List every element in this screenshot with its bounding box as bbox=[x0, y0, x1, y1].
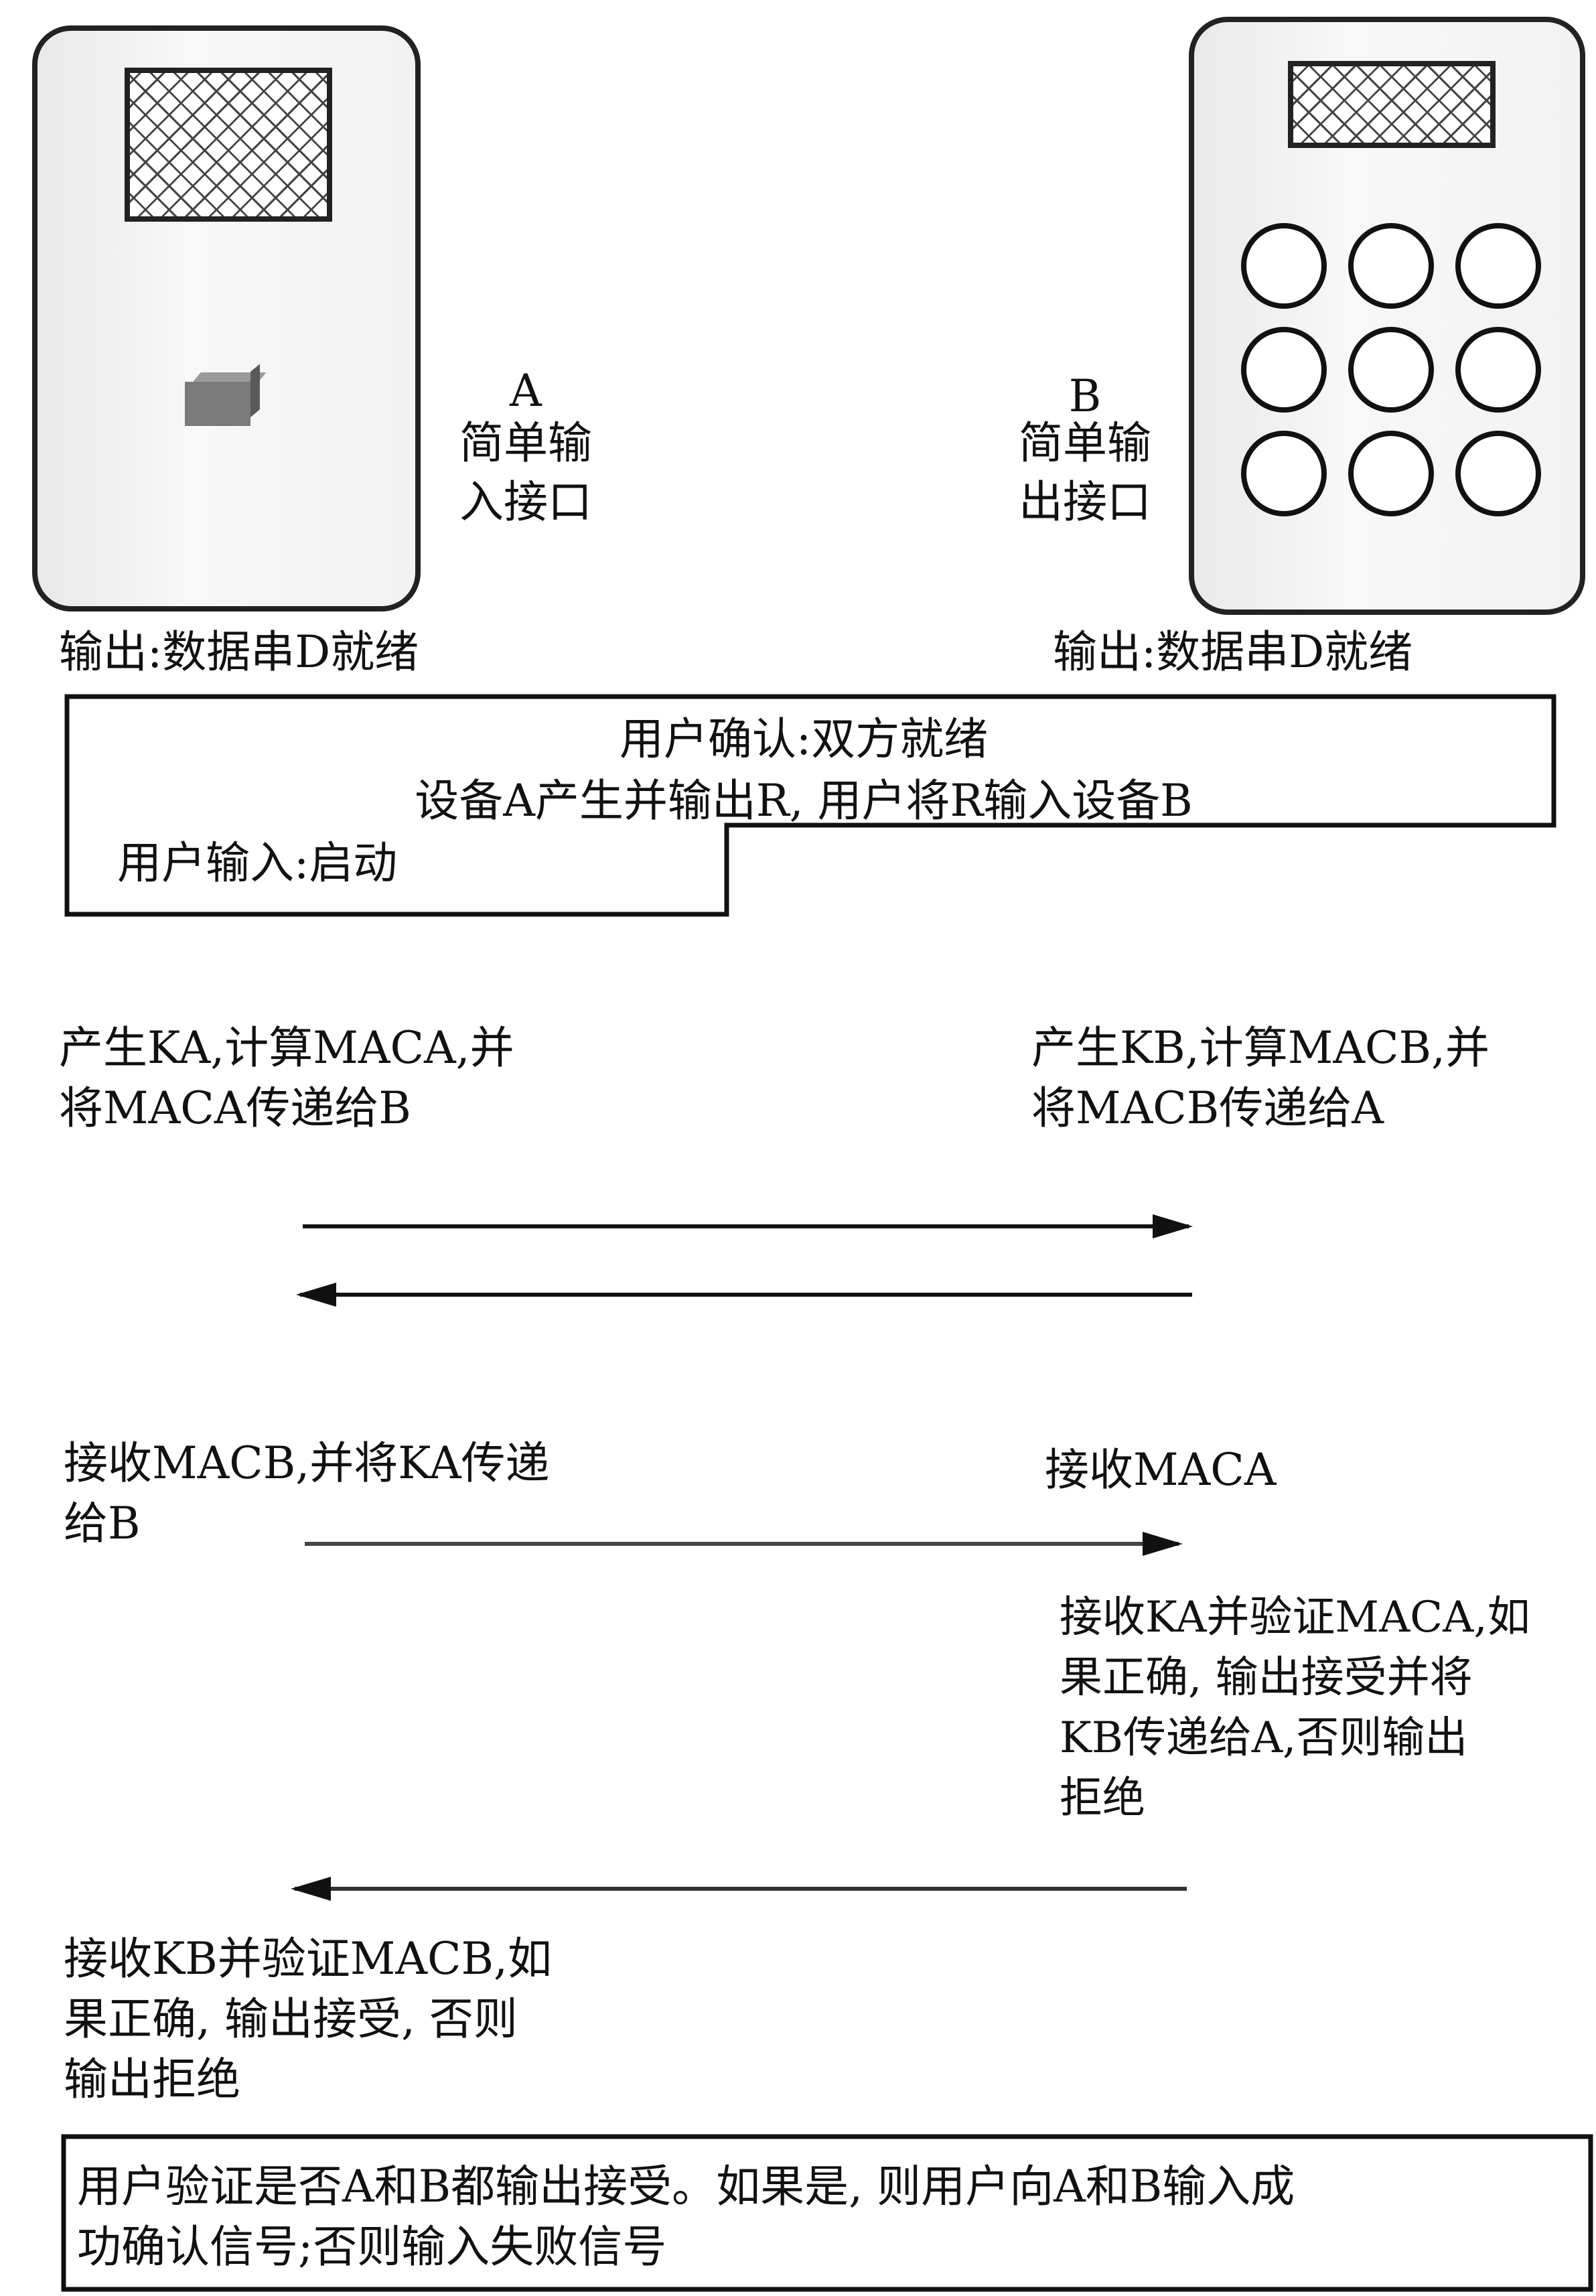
keypad-key[interactable] bbox=[1348, 327, 1434, 413]
final-box bbox=[61, 2134, 1593, 2292]
step-b-receive-mac: 接收MACA bbox=[1045, 1444, 1277, 1496]
keypad-key[interactable] bbox=[1241, 431, 1327, 516]
stepped-box bbox=[64, 694, 1556, 917]
box1-line3: 用户输入:启动 bbox=[117, 837, 398, 889]
device-b-output: 输出:数据串D就绪 bbox=[1053, 626, 1413, 678]
device-a-button[interactable] bbox=[185, 364, 267, 426]
device-a-screen bbox=[125, 68, 332, 222]
device-a bbox=[32, 25, 421, 612]
step-b-verify: 接收KA并验证MACA,如 果正确, 输出接受并将 KB传递给A,否则输出 拒绝 bbox=[1060, 1593, 1530, 1823]
keypad-key[interactable] bbox=[1241, 327, 1327, 413]
device-b bbox=[1189, 17, 1585, 615]
step-a-receive-mac: 接收MACB,并将KA传递 给B bbox=[64, 1437, 550, 1549]
box1-line1: 用户确认:双方就绪 bbox=[619, 713, 989, 765]
keypad-key[interactable] bbox=[1455, 431, 1541, 516]
device-a-output: 输出:数据串D就绪 bbox=[59, 626, 419, 678]
device-b-label: 简单输 出接口 bbox=[1019, 417, 1151, 528]
keypad-key[interactable] bbox=[1348, 431, 1434, 516]
keypad-key[interactable] bbox=[1455, 223, 1541, 309]
step-a-generate: 产生KA,计算MACA,并 将MACA传递给B bbox=[59, 1022, 514, 1134]
device-b-screen bbox=[1288, 61, 1496, 148]
final-box-text: 用户验证是否A和B都输出接受。如果是, 则用户向A和B输入成 功确认信号;否则输… bbox=[77, 2161, 1295, 2273]
step-a-verify: 接收KB并验证MACB,如 果正确, 输出接受, 否则 输出拒绝 bbox=[64, 1933, 553, 2105]
keypad-key[interactable] bbox=[1348, 223, 1434, 309]
device-a-label: 简单输 入接口 bbox=[459, 417, 592, 528]
box1-line2: 设备A产生并输出R, 用户将R输入设备B bbox=[415, 775, 1193, 827]
device-a-letter: A bbox=[510, 365, 542, 417]
keypad-key[interactable] bbox=[1241, 223, 1327, 309]
keypad-key[interactable] bbox=[1455, 327, 1541, 413]
device-b-letter: B bbox=[1068, 370, 1102, 422]
step-b-generate: 产生KB,计算MACB,并 将MACB传递给A bbox=[1031, 1022, 1490, 1134]
